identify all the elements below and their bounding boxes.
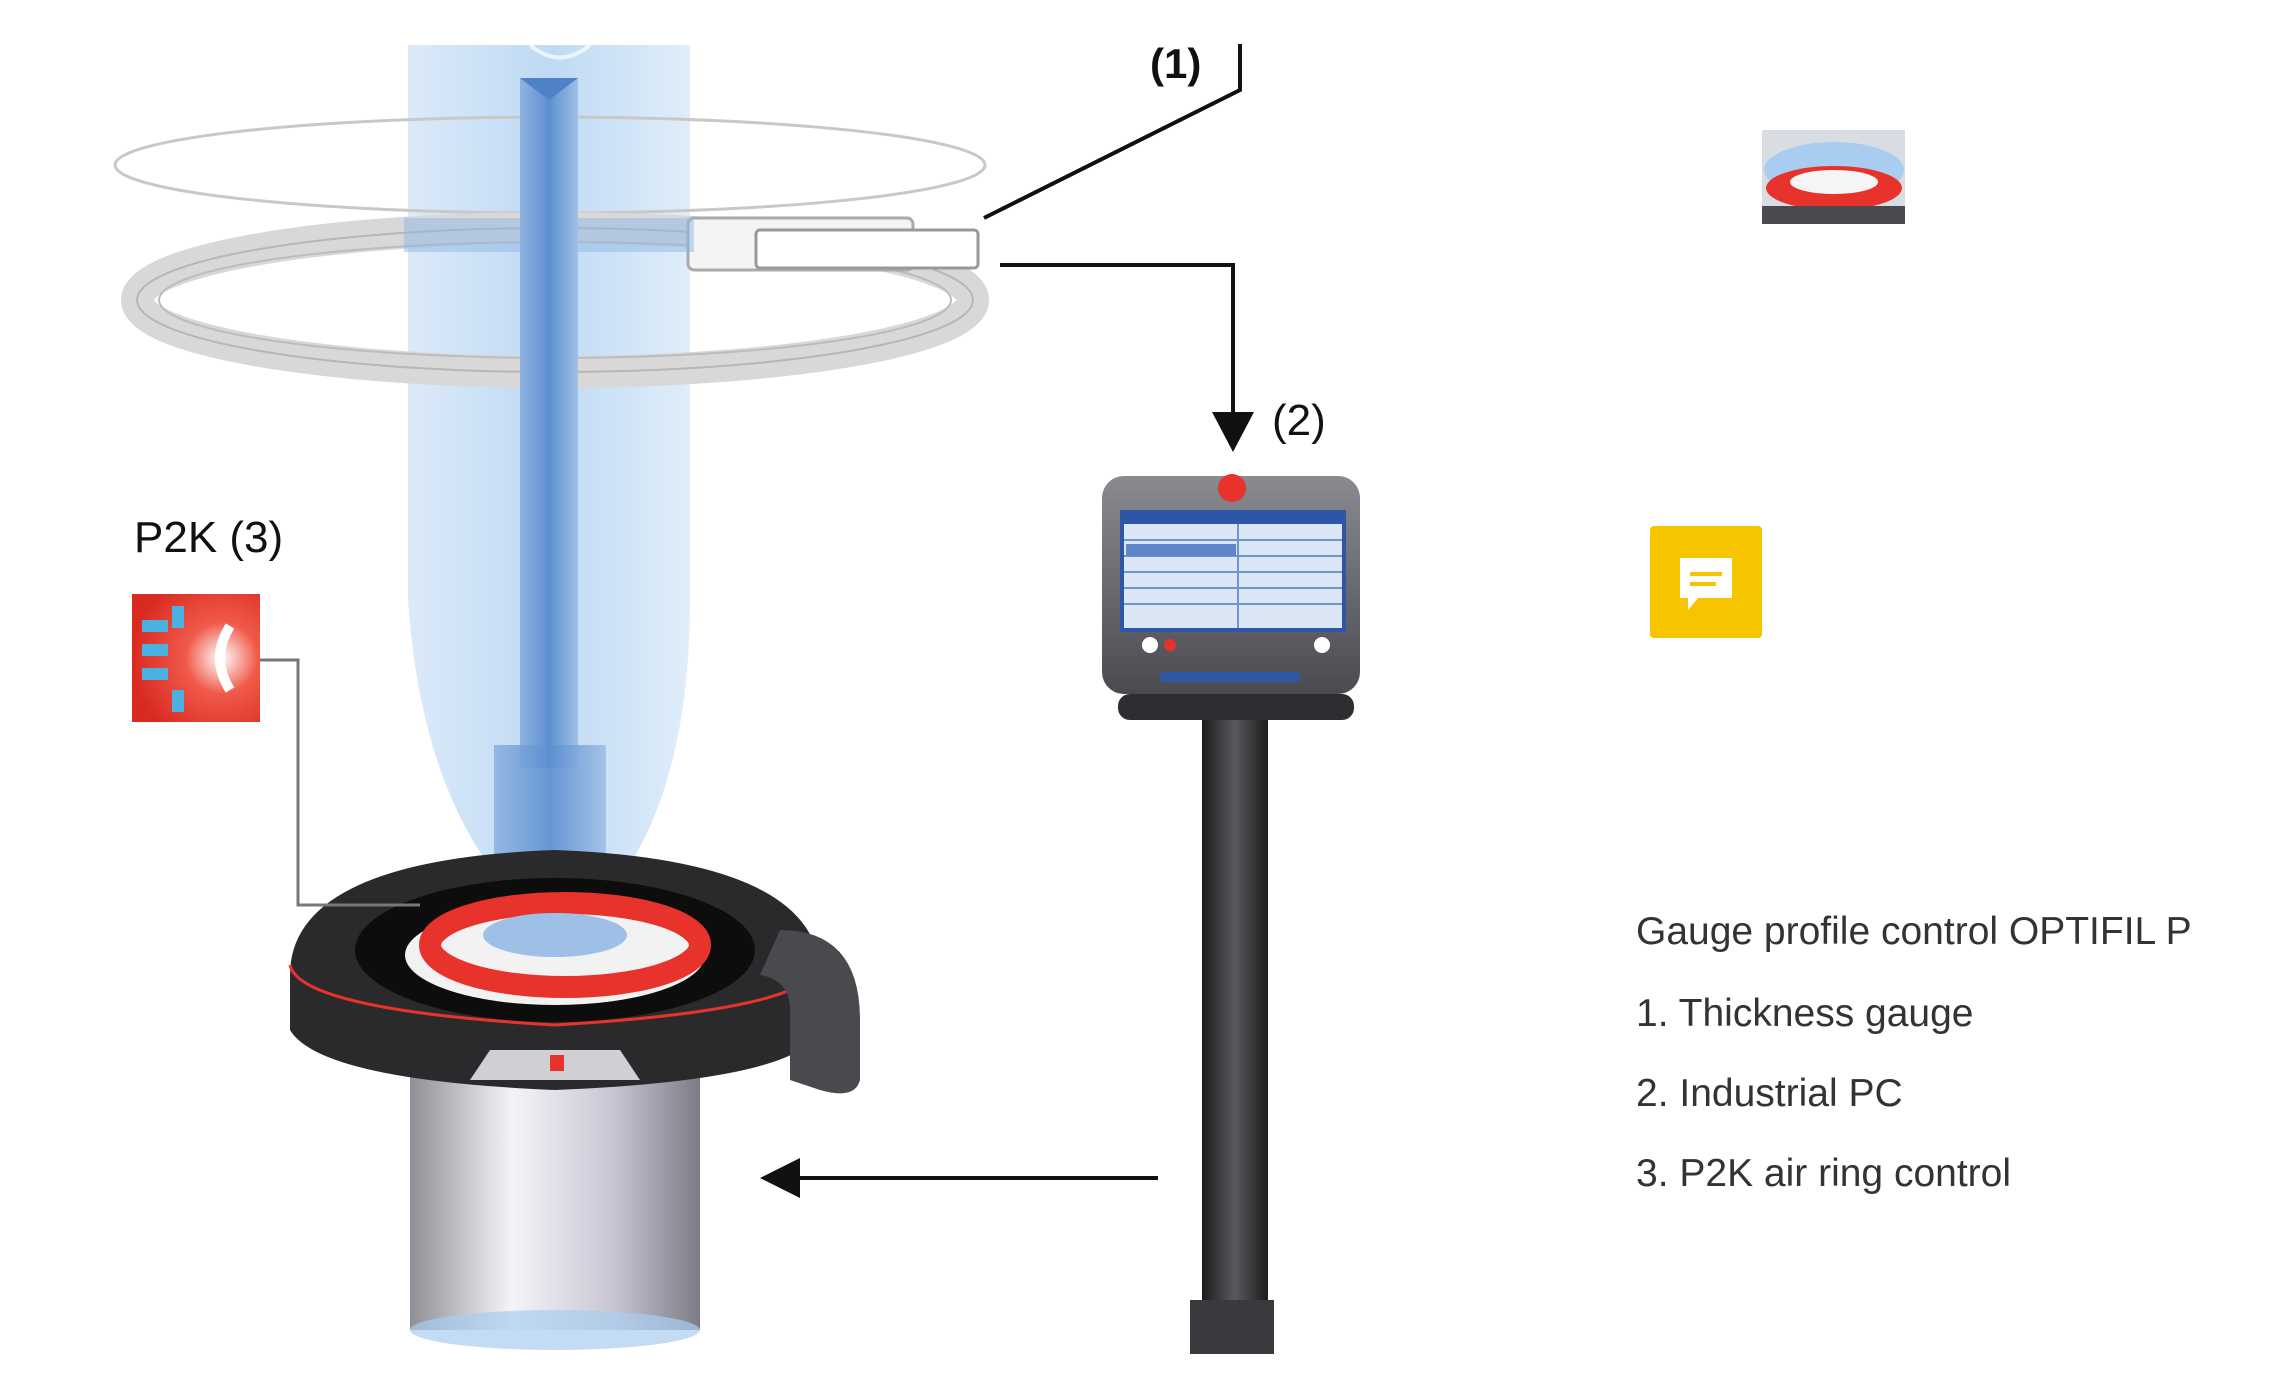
legend-item-2: 2. Industrial PC	[1636, 1072, 1903, 1115]
legend: Gauge profile control OPTIFIL P 1. Thick…	[1636, 910, 2192, 1232]
p2k-control-icon	[132, 594, 260, 722]
arrow-gauge-to-pc	[1000, 263, 1235, 418]
label-p2k: P2K (3)	[134, 513, 284, 562]
legend-item-1: 1. Thickness gauge	[1636, 992, 1974, 1035]
air-ring-assembly	[288, 850, 860, 1350]
p2k-connector-line	[260, 658, 420, 907]
legend-title: Gauge profile control OPTIFIL P	[1636, 910, 2192, 953]
legend-item-3: 3. P2K air ring control	[1636, 1152, 2012, 1195]
arrowhead-to-pc	[1212, 412, 1254, 452]
air-ring-thumbnail-icon	[1762, 130, 1905, 224]
industrial-pc	[1102, 474, 1360, 1354]
arrowhead-to-ring	[760, 1158, 800, 1198]
comment-icon[interactable]	[1650, 526, 1762, 638]
label-industrial-pc: (2)	[1272, 396, 1326, 445]
label-thickness-gauge: (1)	[1150, 40, 1202, 87]
gauge-leader-line	[983, 44, 1242, 220]
